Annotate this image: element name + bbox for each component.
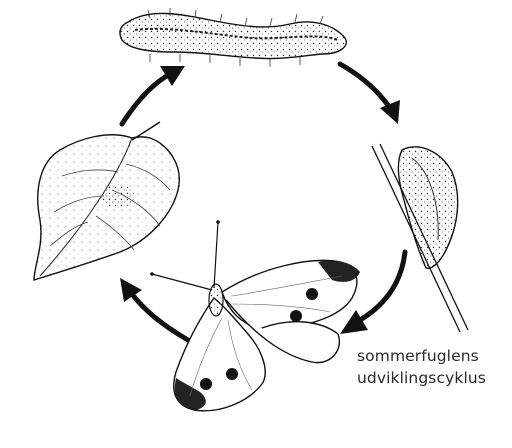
arrow-caterpillar-to-chrysalis-head xyxy=(380,100,400,124)
caterpillar-illustration xyxy=(120,8,346,67)
arrow-caterpillar-to-chrysalis xyxy=(340,64,390,108)
diagram-caption: sommerfuglens udviklingscyklus xyxy=(357,345,486,389)
arrow-chrysalis-to-butterfly-head xyxy=(340,310,368,334)
leaf-with-eggs-illustration xyxy=(34,122,179,280)
arrow-chrysalis-to-butterfly xyxy=(360,252,405,320)
arrow-leaf-to-caterpillar xyxy=(122,74,170,124)
butterfly-illustration xyxy=(150,220,360,411)
caption-line-1: sommerfuglens xyxy=(357,345,486,367)
caption-line-2: udviklingscyklus xyxy=(357,367,486,389)
arrow-butterfly-to-leaf xyxy=(132,294,188,340)
chrysalis-illustration xyxy=(372,144,468,332)
